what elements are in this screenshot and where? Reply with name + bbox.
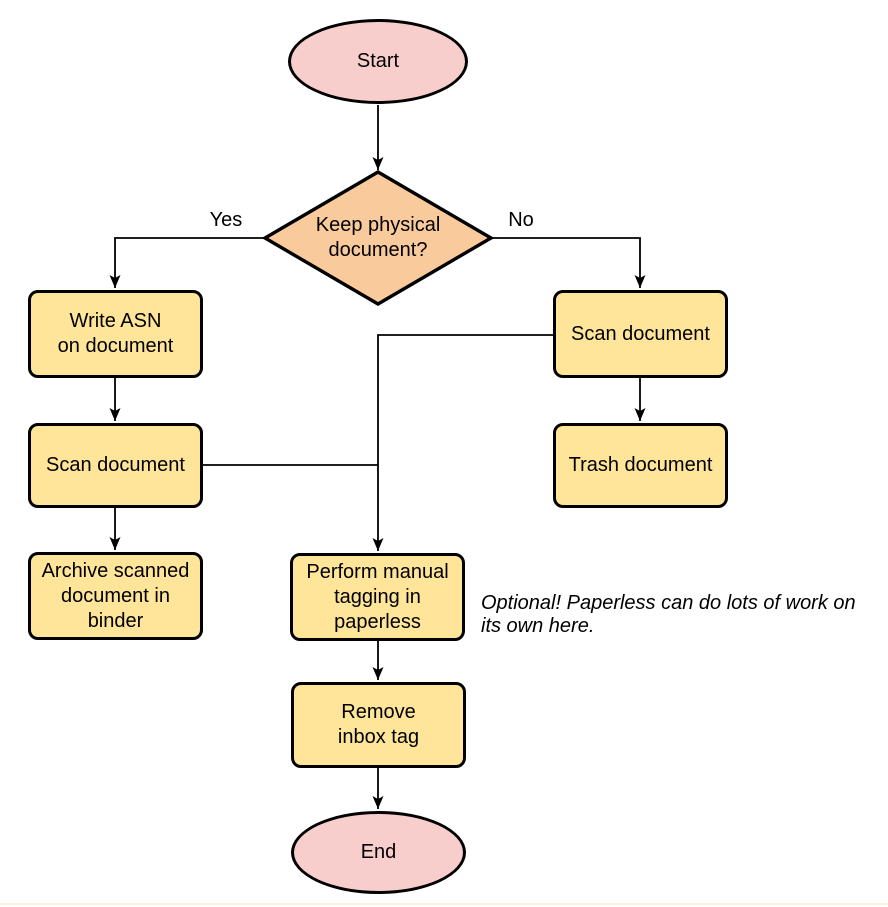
node-decision-label: Keep physical document? — [315, 214, 441, 261]
edge-label-yes: Yes — [209, 209, 243, 231]
node-write-asn: Write ASN on document — [28, 290, 203, 378]
node-scan-left: Scan document — [28, 423, 203, 508]
edge-scan-right-to-tagging — [372, 334, 553, 551]
node-decision-shape — [261, 170, 495, 306]
node-archive: Archive scanned document in binder — [28, 552, 203, 640]
edge-decision-yes-to-write-asn — [109, 237, 265, 288]
node-tagging-label: Perform manual tagging in paperless — [306, 560, 449, 633]
node-end-label: End — [360, 841, 397, 863]
node-trash-label: Trash document — [568, 454, 713, 476]
node-end: End — [291, 811, 466, 894]
node-scan-left-label: Scan document — [46, 454, 185, 476]
node-trash: Trash document — [553, 423, 728, 508]
node-scan-right-label: Scan document — [571, 322, 710, 345]
edge-label-no: No — [508, 209, 534, 231]
node-start: Start — [288, 19, 468, 104]
node-tagging: Perform manual tagging in paperless — [290, 553, 465, 641]
node-remove-inbox: Remove inbox tag — [291, 682, 466, 768]
bottom-edge-line — [0, 903, 888, 905]
edge-decision-no-to-scan-right — [491, 237, 646, 288]
node-archive-label: Archive scanned document in binder — [41, 559, 190, 632]
node-decision: Keep physical document? — [278, 213, 478, 263]
node-remove-inbox-label: Remove inbox tag — [337, 701, 420, 748]
annotation-note: Optional! Paperless can do lots of work … — [481, 592, 856, 637]
node-write-asn-label: Write ASN on document — [57, 310, 174, 357]
node-start-label: Start — [356, 50, 400, 72]
node-scan-right: Scan document — [553, 290, 728, 378]
